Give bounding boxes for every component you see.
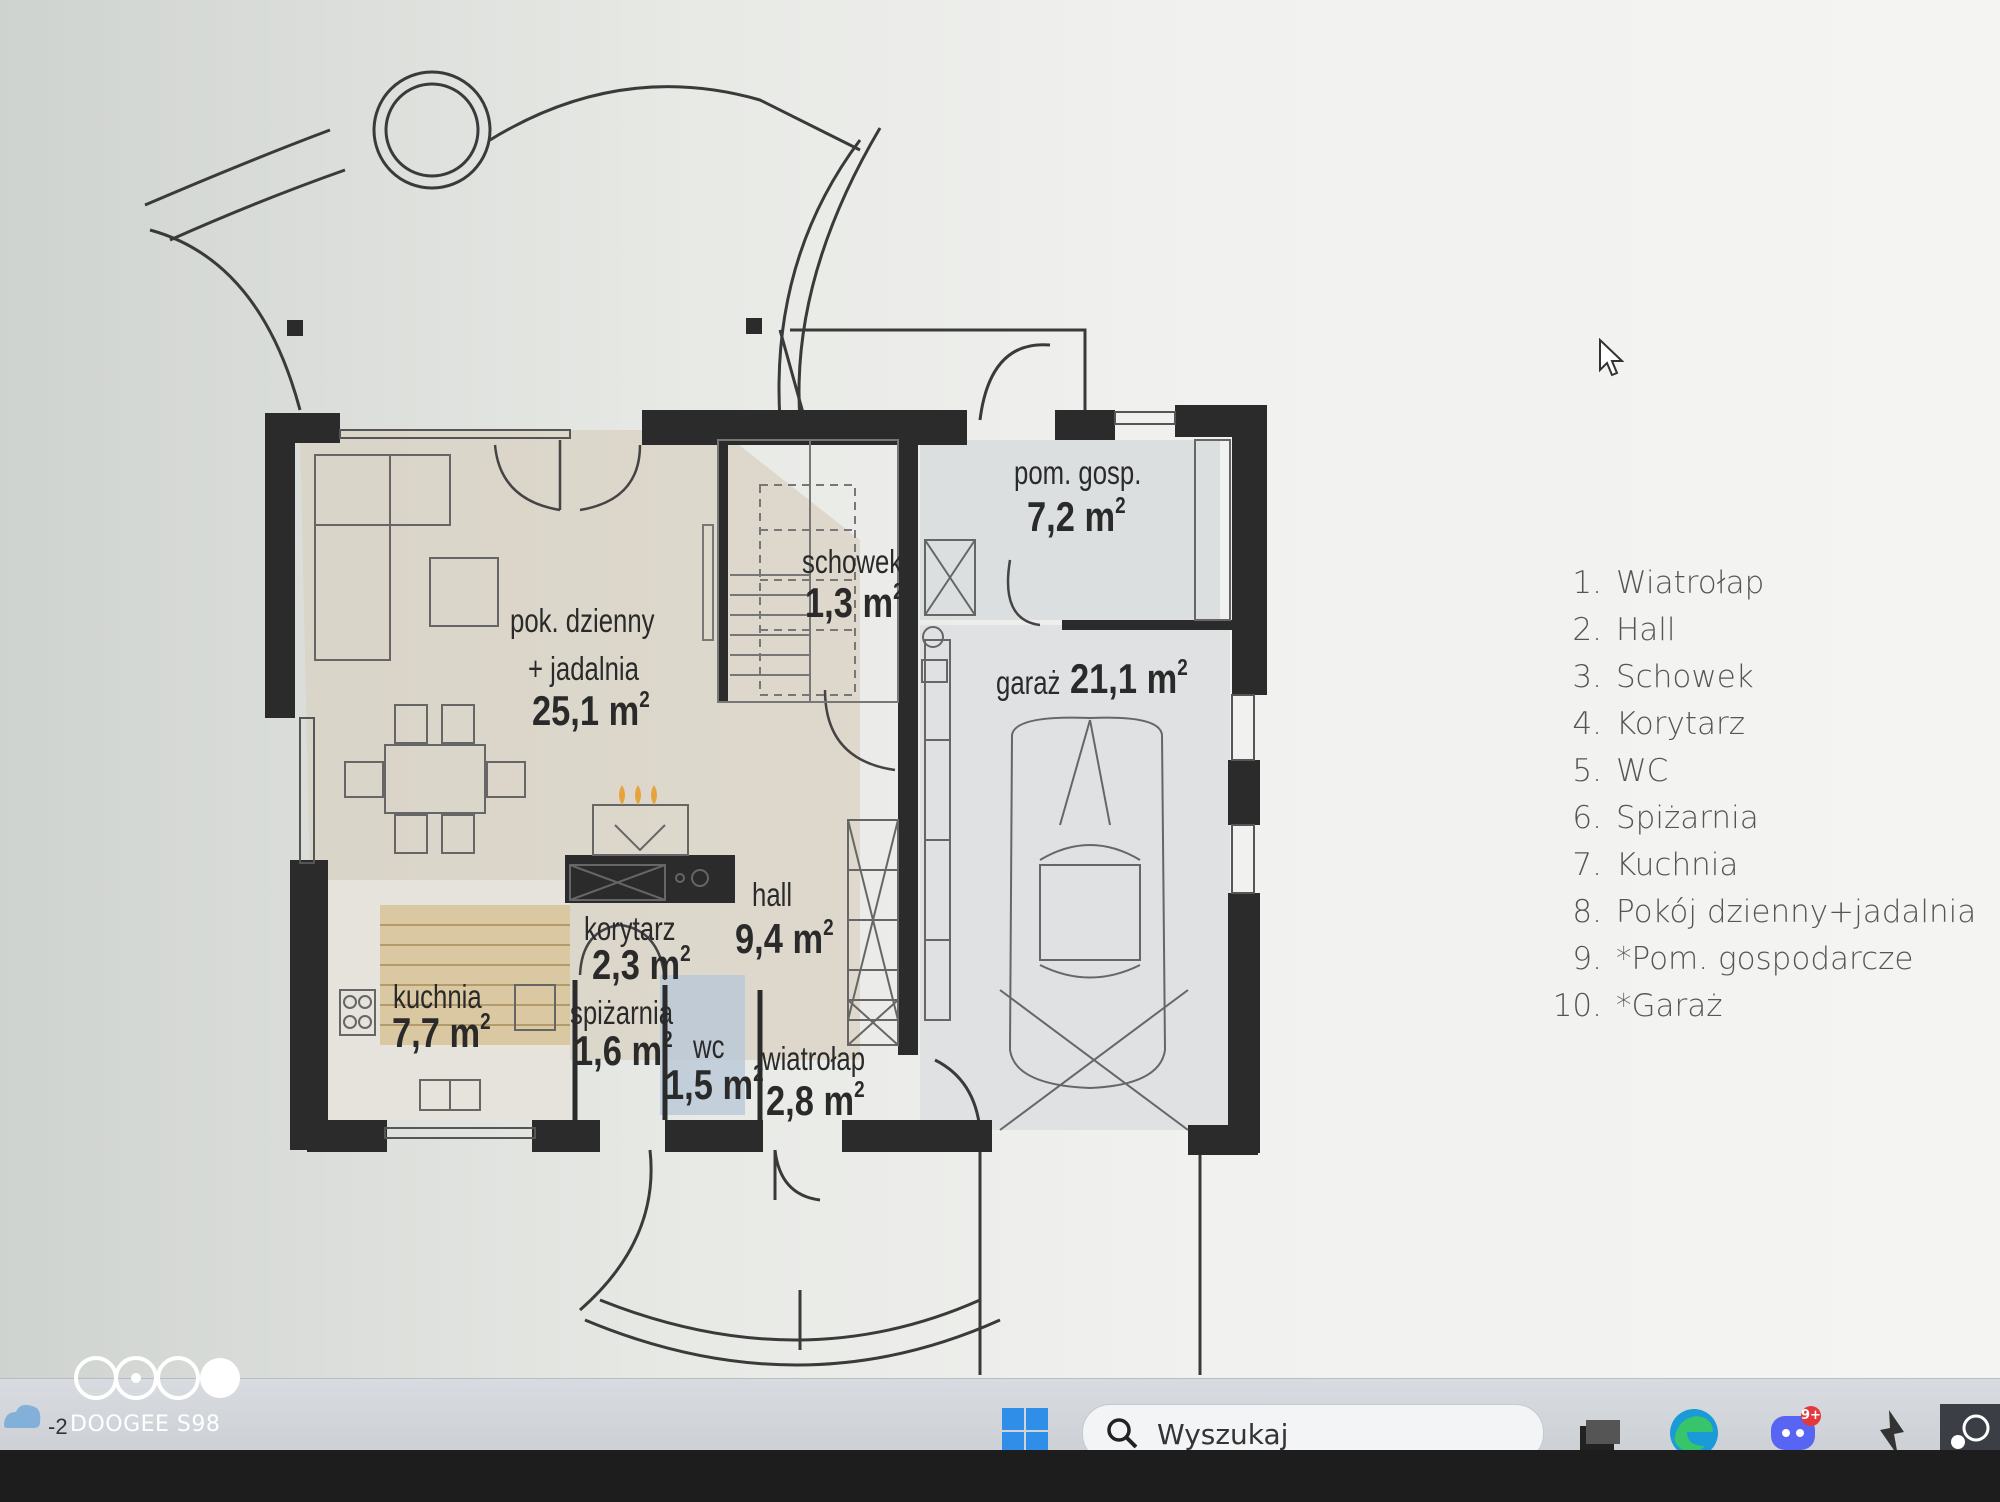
sq-sup: 2 bbox=[1115, 492, 1126, 518]
vestibule-area-value: 2,8 m bbox=[766, 1077, 855, 1124]
legend-number: 1. bbox=[1572, 565, 1602, 601]
floor-plan bbox=[144, 70, 1255, 1375]
pantry-label: spiżarnia bbox=[570, 996, 702, 1029]
sq-sup: 2 bbox=[1177, 654, 1188, 680]
camera-watermark-logo bbox=[74, 1356, 240, 1400]
legend-number: 5. bbox=[1572, 753, 1602, 789]
legend-label: Wiatrołap bbox=[1616, 565, 1765, 601]
legend-label: Spiżarnia bbox=[1616, 800, 1759, 836]
living-area-value: 25,1 m bbox=[532, 687, 640, 734]
task-view-icon[interactable] bbox=[1570, 1404, 1628, 1462]
legend-item: 8. Pokój dzienny+jadalnia bbox=[1540, 889, 1976, 936]
living-room-area: 25,1 m2 bbox=[532, 687, 676, 734]
weather-temperature: -2 bbox=[48, 1414, 68, 1439]
kitchen-name: kuchnia bbox=[393, 978, 482, 1015]
legend-number: 10. bbox=[1552, 988, 1602, 1024]
legend-number: 6. bbox=[1572, 800, 1602, 836]
sq-sup: 2 bbox=[680, 940, 691, 966]
legend-item: 4. Korytarz bbox=[1540, 701, 1976, 748]
notification-badge: 9+ bbox=[1801, 1408, 1821, 1423]
corridor-area: 2,3 m2 bbox=[592, 941, 712, 988]
utility-room-name: pom. gosp. bbox=[1014, 454, 1142, 491]
legend-label: *Pom. gospodarcze bbox=[1616, 941, 1914, 977]
closet-label: schowek bbox=[802, 545, 930, 578]
sq-sup: 2 bbox=[662, 1026, 673, 1052]
legend-number: 3. bbox=[1572, 659, 1602, 695]
closet-name: schowek bbox=[802, 543, 903, 580]
utility-area-value: 7,2 m bbox=[1027, 493, 1116, 540]
wc-name: wc bbox=[693, 1028, 725, 1065]
utility-room-label: pom. gosp. bbox=[1014, 456, 1177, 489]
pantry-area-value: 1,6 m bbox=[574, 1027, 663, 1074]
corridor-area-value: 2,3 m bbox=[592, 941, 681, 988]
legend-item: 10. *Garaż bbox=[1540, 983, 1976, 1030]
vestibule-label: wiatrołap bbox=[762, 1042, 894, 1075]
hall-name: hall bbox=[752, 876, 793, 913]
legend-item: 7. Kuchnia bbox=[1540, 842, 1976, 889]
legend-item: 1. Wiatrołap bbox=[1540, 560, 1976, 607]
vestibule-area: 2,8 m2 bbox=[766, 1077, 886, 1124]
legend-item: 2. Hall bbox=[1540, 607, 1976, 654]
discord-icon[interactable] bbox=[1765, 1404, 1823, 1462]
garage-area: 21,1 m2 bbox=[1070, 655, 1214, 702]
kitchen-area: 7,7 m2 bbox=[392, 1009, 512, 1056]
closet-area-value: 1,3 m bbox=[805, 579, 894, 626]
corridor-label: korytarz bbox=[584, 912, 701, 945]
garage-label: garaż bbox=[996, 666, 1079, 699]
legend-label: Pokój dzienny+jadalnia bbox=[1616, 894, 1977, 930]
legend-number: 7. bbox=[1572, 847, 1602, 883]
taskbar bbox=[0, 1378, 2000, 1451]
utility-room-area: 7,2 m2 bbox=[1027, 493, 1147, 540]
legend-label: Schowek bbox=[1616, 659, 1754, 695]
kitchen-area-value: 7,7 m bbox=[392, 1009, 481, 1056]
corridor-name: korytarz bbox=[584, 910, 676, 947]
room-legend: 1.Wiatrołap 2.Hall 3.Schowek 4.Korytarz … bbox=[1540, 560, 1977, 1030]
hall-area-value: 9,4 m bbox=[735, 915, 824, 962]
wc-label: wc bbox=[693, 1030, 733, 1063]
pantry-area: 1,6 m2 bbox=[574, 1027, 694, 1074]
app-pin-icon[interactable] bbox=[1860, 1404, 1918, 1462]
legend-label: WC bbox=[1616, 753, 1669, 789]
legend-number: 8. bbox=[1572, 894, 1602, 930]
search-icon bbox=[1107, 1418, 1138, 1449]
kitchen-label: kuchnia bbox=[393, 980, 507, 1013]
living-room-name-1: pok. dzienny bbox=[510, 602, 655, 639]
pantry-name: spiżarnia bbox=[570, 994, 674, 1031]
monitor-bezel bbox=[0, 1450, 2000, 1502]
wc-area: 1,5 m2 bbox=[665, 1061, 785, 1108]
legend-item: 6. Spiżarnia bbox=[1540, 795, 1976, 842]
legend-number: 9. bbox=[1572, 941, 1602, 977]
legend-number: 2. bbox=[1572, 612, 1602, 648]
hall-area: 9,4 m2 bbox=[735, 915, 855, 962]
mouse-cursor-icon bbox=[1599, 338, 1624, 377]
legend-label: Hall bbox=[1616, 612, 1676, 648]
hall-label: hall bbox=[752, 878, 803, 911]
wc-area-value: 1,5 m bbox=[665, 1061, 754, 1108]
camera-watermark-text: DOOGEE S98 bbox=[70, 1412, 221, 1437]
search-placeholder: Wyszukaj bbox=[1157, 1418, 1289, 1451]
sq-sup: 2 bbox=[854, 1076, 865, 1102]
living-room-name-2: + jadalnia bbox=[528, 650, 639, 687]
sq-sup: 2 bbox=[893, 578, 904, 604]
garage-name: garaż bbox=[996, 664, 1061, 701]
sq-sup: 2 bbox=[480, 1008, 491, 1034]
screen: pok. dzienny + jadalnia 25,1 m2 schowek … bbox=[0, 0, 2000, 1378]
sq-sup: 2 bbox=[753, 1060, 764, 1086]
legend-label: Korytarz bbox=[1616, 706, 1746, 742]
living-room-label-2: + jadalnia bbox=[528, 652, 670, 685]
sq-sup: 2 bbox=[823, 914, 834, 940]
sq-sup: 2 bbox=[639, 686, 650, 712]
vestibule-name: wiatrołap bbox=[762, 1040, 866, 1077]
weather-icon[interactable] bbox=[0, 1382, 44, 1438]
legend-item: 3. Schowek bbox=[1540, 654, 1976, 701]
legend-label: *Garaż bbox=[1616, 988, 1723, 1024]
garage-area-value: 21,1 m bbox=[1070, 655, 1178, 702]
legend-number: 4. bbox=[1572, 706, 1602, 742]
legend-item: 9. *Pom. gospodarcze bbox=[1540, 936, 1976, 983]
legend-label: Kuchnia bbox=[1616, 847, 1739, 883]
living-room-label: pok. dzienny bbox=[510, 604, 695, 637]
windows-start-icon[interactable] bbox=[1000, 1406, 1050, 1456]
legend-item: 5. WC bbox=[1540, 748, 1976, 795]
closet-area: 1,3 m2 bbox=[805, 579, 925, 626]
